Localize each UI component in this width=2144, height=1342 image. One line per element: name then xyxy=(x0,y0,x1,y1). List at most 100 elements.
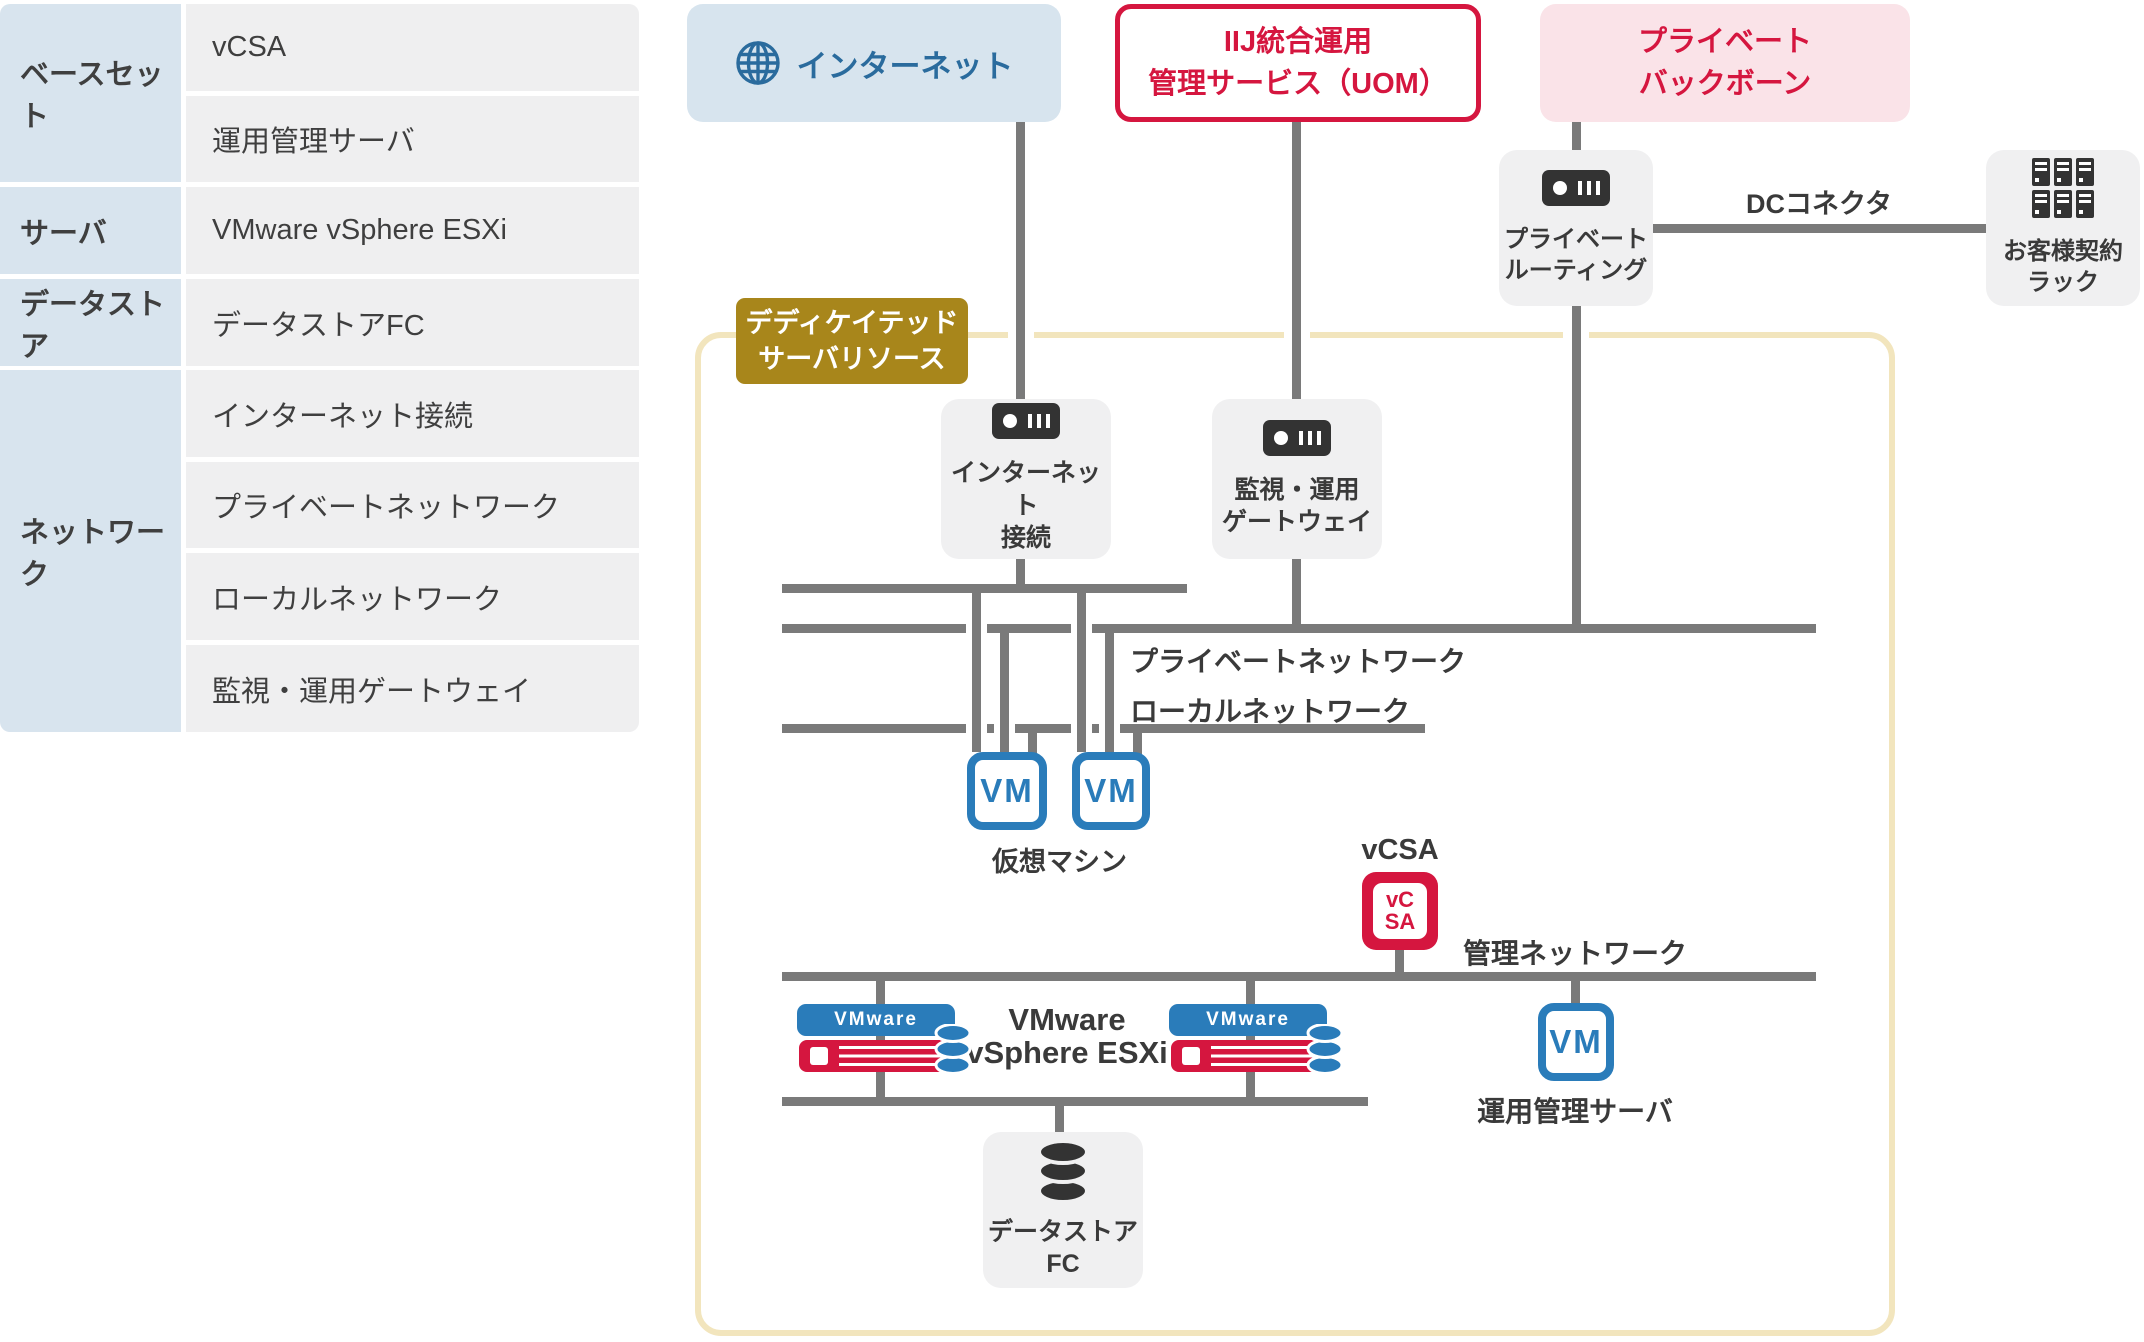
esxi-server-icon xyxy=(799,1040,961,1072)
vcsa-caption: vCSA xyxy=(1361,834,1439,866)
router-icon xyxy=(992,403,1060,440)
uom-label-line1: IIJ統合運用 xyxy=(1223,25,1373,58)
vmware-pill-text: VMware xyxy=(834,1009,918,1030)
table-group-server: サーバ xyxy=(0,187,181,274)
router-icon xyxy=(1263,419,1331,456)
server-stripes-icon xyxy=(1211,1046,1321,1066)
esxi-label-line2: vSphere ESXi xyxy=(966,1034,1168,1070)
customer-rack-label-line1: お客様契約 xyxy=(2003,237,2123,265)
vm-text: VM xyxy=(980,772,1034,809)
vmware-pill: VMware xyxy=(1169,1004,1327,1036)
uom-label-line2: 管理サービス（UOM） xyxy=(1148,68,1448,100)
table-cell-value: データストアFC xyxy=(212,309,425,342)
vm1-local-link xyxy=(1028,724,1037,756)
table-cell-value: プライベートネットワーク xyxy=(212,492,561,524)
local-network-label: ローカルネットワーク xyxy=(1130,696,1411,727)
vm-icon: VM xyxy=(967,752,1047,830)
uom-to-gateway-connector xyxy=(1292,122,1301,399)
virtual-machine-caption: 仮想マシン xyxy=(992,847,1127,877)
table-group-datastore: データストア xyxy=(0,279,181,366)
internet-conn-drop xyxy=(1016,558,1025,593)
globe-icon xyxy=(735,40,781,86)
vm2-local-link xyxy=(1133,724,1142,756)
table-row: データストアFC xyxy=(186,279,639,366)
private-routing-label-line1: プライベート xyxy=(1504,225,1648,253)
vm-text: VM xyxy=(1549,1023,1603,1060)
badge-line2: サーバリソース xyxy=(758,344,946,374)
private-network-label: プライベートネットワーク xyxy=(1130,646,1467,677)
table-cell-value: 監視・運用ゲートウェイ xyxy=(212,675,532,708)
datastore-label-line2: FC xyxy=(1046,1250,1080,1278)
ops-vm-mgmt-link xyxy=(1571,976,1580,1008)
table-row: 監視・運用ゲートウェイ xyxy=(186,645,639,732)
ops-server-caption: 運用管理サーバ xyxy=(1477,1096,1673,1127)
dedicated-resource-badge: デディケイテッド サーバリソース xyxy=(736,298,968,384)
table-cell-value: VMware vSphere ESXi xyxy=(212,214,507,246)
private-backbone-box: プライベート バックボーン xyxy=(1540,4,1910,122)
backbone-label-line2: バックボーン xyxy=(1638,68,1812,100)
router-icon xyxy=(1542,169,1610,206)
badge-line1: デディケイテッド xyxy=(745,307,959,338)
vm-text: VM xyxy=(1084,772,1138,809)
vm2-private-link xyxy=(1105,624,1114,752)
backbone-to-routing-connector xyxy=(1572,122,1581,150)
customer-rack-node: お客様契約 ラック xyxy=(1986,150,2140,306)
private-routing-label-line2: ルーティング xyxy=(1504,257,1648,284)
server-led-icon xyxy=(810,1047,828,1065)
datastore-label-line1: データストア xyxy=(987,1217,1138,1246)
gateway-label-line1: 監視・運用 xyxy=(1234,475,1360,504)
storage-cylinder-icon xyxy=(934,1024,972,1075)
storage-line xyxy=(782,1097,1368,1106)
ops-vm-icon: VM xyxy=(1538,1003,1614,1081)
table-row: インターネット接続 xyxy=(186,370,639,457)
table-cell-value: 運用管理サーバ xyxy=(212,126,415,158)
monitoring-gateway-node: 監視・運用 ゲートウェイ xyxy=(1212,399,1382,559)
internet-connection-node: インターネット 接続 xyxy=(941,399,1111,559)
table-row: 運用管理サーバ xyxy=(186,96,639,182)
vcsa-icon-line1: vC xyxy=(1385,887,1415,913)
table-group-label: ネットワーク xyxy=(20,517,166,591)
vcsa-icon-text: vC SA xyxy=(1373,883,1427,939)
storage-cylinder-icon xyxy=(1306,1024,1344,1075)
internet-conn-label-line1: インターネット xyxy=(950,459,1101,520)
internet-conn-label-line2: 接続 xyxy=(1000,524,1051,553)
management-network-label: 管理ネットワーク xyxy=(1463,938,1688,969)
table-cell-value: インターネット接続 xyxy=(212,400,474,433)
vcsa-mgmt-link xyxy=(1395,944,1404,976)
vcsa-icon: vC SA xyxy=(1362,872,1438,950)
table-row: VMware vSphere ESXi xyxy=(186,187,639,274)
dc-connector-label: DCコネクタ xyxy=(1746,189,1892,219)
internet-bus-line xyxy=(782,584,1187,593)
esxi-label: VMware vSphere ESXi xyxy=(957,1002,1177,1070)
vm1-private-link xyxy=(1000,624,1009,752)
internet-to-gateway-connector xyxy=(1016,122,1025,399)
private-routing-node: プライベート ルーティング xyxy=(1499,150,1653,306)
vmware-pill: VMware xyxy=(797,1004,955,1036)
table-row: ローカルネットワーク xyxy=(186,553,639,640)
routing-to-private-network-connector xyxy=(1572,306,1581,633)
datastore-link xyxy=(1055,1100,1064,1136)
vmware-pill-text: VMware xyxy=(1206,1009,1290,1030)
esxi1-link xyxy=(876,976,885,1102)
vm2-internet-link xyxy=(1077,584,1086,752)
gateway-drop xyxy=(1292,558,1301,633)
table-group-baseset: ベースセット xyxy=(0,4,181,182)
table-group-network: ネットワーク xyxy=(0,370,181,732)
gateway-label-line2: ゲートウェイ xyxy=(1221,508,1372,536)
table-group-label: サーバ xyxy=(20,217,107,250)
esxi2-link xyxy=(1246,976,1255,1102)
esxi-server-icon xyxy=(1171,1040,1333,1072)
uom-service-box: IIJ統合運用 管理サービス（UOM） xyxy=(1115,4,1481,122)
backbone-label-line1: プライベート xyxy=(1637,25,1812,58)
management-network-line xyxy=(782,972,1816,981)
rack-icon xyxy=(2032,157,2094,218)
table-cell-value: ローカルネットワーク xyxy=(212,583,503,616)
esxi-label-line1: VMware xyxy=(1008,1002,1126,1037)
customer-rack-label-line2: ラック xyxy=(2027,269,2099,296)
database-icon xyxy=(1032,1139,1094,1204)
internet-label: インターネット xyxy=(796,48,1014,84)
server-led-icon xyxy=(1182,1047,1200,1065)
table-group-label: データストア xyxy=(20,288,166,363)
table-row: プライベートネットワーク xyxy=(186,462,639,548)
